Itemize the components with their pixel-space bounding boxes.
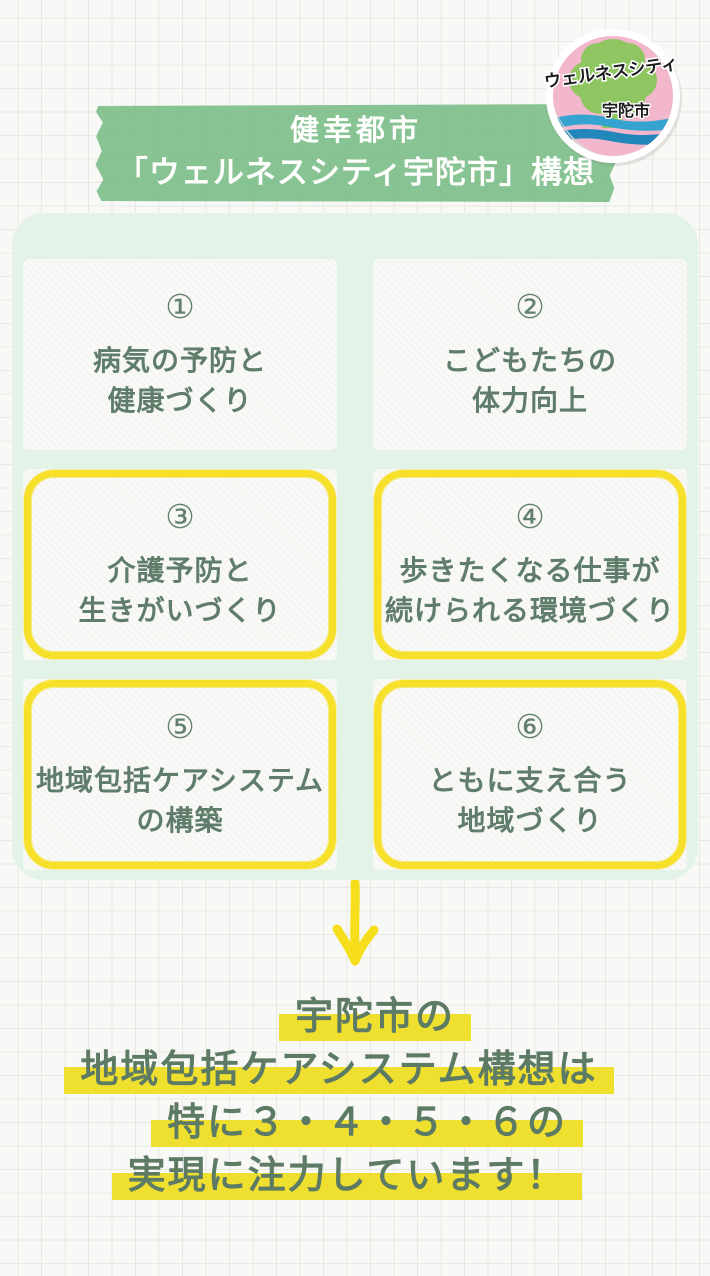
goals-panel: ① 病気の予防と 健康づくり ② こどもたちの 体力向上 ③ 介護予防と 生きが… [12, 213, 698, 880]
goal-text: 地域包括ケアシステム [35, 764, 325, 796]
footer-line-3: 特に３・４・５・６の [150, 1097, 583, 1149]
goal-card-4: ④ 歩きたくなる仕事が 続けられる環境づくり [373, 469, 687, 660]
goal-number-2: ② [515, 287, 545, 325]
goals-grid: ① 病気の予防と 健康づくり ② こどもたちの 体力向上 ③ 介護予防と 生きが… [23, 259, 687, 870]
goal-text: 歩きたくなる仕事が [399, 554, 661, 586]
goal-text: 続けられる環境づくり [384, 594, 675, 626]
city-logo-sticker: ウェルネスシティ 宇陀市 [540, 24, 686, 170]
footer-message: 宇陀市の 地域包括ケアシステム構想は 特に３・４・５・６の 実現に注力しています… [0, 991, 710, 1203]
goal-card-6: ⑥ ともに支え合う 地域づくり [373, 679, 687, 870]
goal-text: 体力向上 [471, 384, 588, 416]
goal-card-5: ⑤ 地域包括ケアシステム の構築 [23, 679, 337, 870]
goal-text: 生きがいづくり [78, 594, 282, 626]
title-banner: 健幸都市 「ウェルネスシティ宇陀市」構想 [95, 104, 617, 202]
logo-graphic: ウェルネスシティ 宇陀市 [542, 29, 682, 166]
goal-text: ともに支え合う [428, 764, 632, 796]
goal-number-1: ① [165, 287, 195, 325]
goal-text: 介護予防と [107, 554, 253, 586]
goal-card-2: ② こどもたちの 体力向上 [373, 259, 687, 450]
logo-city-text: 宇陀市 [602, 101, 650, 120]
goal-text: 健康づくり [107, 384, 253, 416]
page-title: 健幸都市 [289, 115, 422, 147]
goal-card-3: ③ 介護予防と 生きがいづくり [23, 469, 337, 660]
goal-number-4: ④ [515, 497, 545, 535]
footer-line-1: 宇陀市の [278, 991, 471, 1043]
goal-number-5: ⑤ [165, 707, 195, 745]
goal-text: 病気の予防と [92, 344, 267, 376]
goal-text: こどもたちの [442, 344, 617, 376]
goal-card-1: ① 病気の予防と 健康づくり [23, 259, 337, 450]
wave-icon [553, 114, 673, 132]
footer-line-4: 実現に注力しています！ [111, 1150, 583, 1202]
goal-number-6: ⑥ [515, 707, 545, 745]
goal-text: 地域づくり [457, 804, 603, 836]
tree-icon [569, 39, 657, 128]
footer-line-2: 地域包括ケアシステム構想は [64, 1044, 614, 1096]
goal-number-3: ③ [165, 497, 195, 535]
wave-icon [553, 128, 673, 146]
page-subtitle: 「ウェルネスシティ宇陀市」構想 [116, 155, 596, 190]
goal-text: の構築 [136, 804, 224, 836]
down-arrow-icon [328, 878, 382, 970]
